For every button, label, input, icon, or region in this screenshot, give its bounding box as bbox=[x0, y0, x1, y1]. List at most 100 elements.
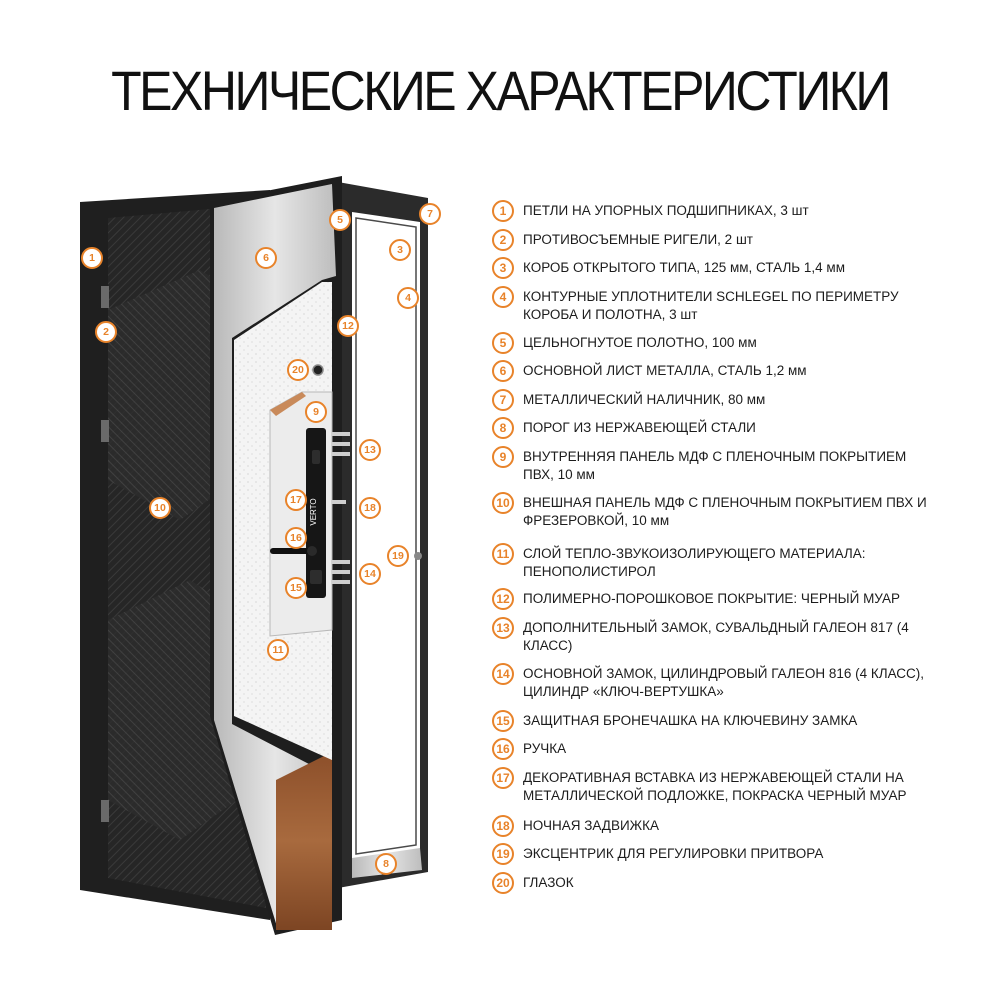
marker-17: 17 bbox=[285, 489, 307, 511]
marker-7: 7 bbox=[419, 203, 441, 225]
legend-text: ОСНОВНОЙ ЗАМОК, ЦИЛИНДРОВЫЙ ГАЛЕОН 816 (… bbox=[523, 666, 925, 699]
svg-text:8: 8 bbox=[383, 858, 389, 870]
legend-text: ВНУТРЕННЯЯ ПАНЕЛЬ МДФ С ПЛЕНОЧНЫМ ПОКРЫТ… bbox=[523, 449, 907, 482]
legend-item-14: 14 ОСНОВНОЙ ЗАМОК, ЦИЛИНДРОВЫЙ ГАЛЕОН 816… bbox=[492, 663, 932, 701]
legend-badge: 7 bbox=[492, 389, 514, 411]
svg-text:11: 11 bbox=[272, 644, 283, 656]
marker-3: 3 bbox=[389, 239, 411, 261]
legend-text: КОНТУРНЫЕ УПЛОТНИТЕЛИ SCHLEGEL ПО ПЕРИМЕ… bbox=[523, 289, 899, 322]
legend-badge: 20 bbox=[492, 872, 514, 894]
legend-text: ЭКСЦЕНТРИК ДЛЯ РЕГУЛИРОВКИ ПРИТВОРА bbox=[523, 846, 824, 861]
marker-14: 14 bbox=[359, 563, 381, 585]
legend-badge: 16 bbox=[492, 738, 514, 760]
svg-text:5: 5 bbox=[337, 214, 343, 226]
legend-item-12: 12 ПОЛИМЕРНО-ПОРОШКОВОЕ ПОКРЫТИЕ: ЧЕРНЫЙ … bbox=[492, 588, 932, 610]
legend-badge: 12 bbox=[492, 588, 514, 610]
svg-text:13: 13 bbox=[364, 444, 376, 456]
svg-text:7: 7 bbox=[427, 208, 433, 220]
wood-edge bbox=[276, 752, 332, 930]
marker-5: 5 bbox=[329, 209, 351, 231]
legend-text: ГЛАЗОК bbox=[523, 875, 574, 890]
marker-13: 13 bbox=[359, 439, 381, 461]
svg-text:15: 15 bbox=[290, 582, 302, 594]
legend-item-3: 3 КОРОБ ОТКРЫТОГО ТИПА, 125 мм, СТАЛЬ 1,4… bbox=[492, 257, 932, 279]
hinge-mid bbox=[101, 420, 109, 442]
legend-badge: 14 bbox=[492, 663, 514, 685]
brand-label: VERTO bbox=[309, 498, 318, 525]
legend-badge: 18 bbox=[492, 815, 514, 837]
legend-text: ДОПОЛНИТЕЛЬНЫЙ ЗАМОК, СУВАЛЬДНЫЙ ГАЛЕОН … bbox=[523, 620, 909, 653]
legend-text: КОРОБ ОТКРЫТОГО ТИПА, 125 мм, СТАЛЬ 1,4 … bbox=[523, 260, 845, 275]
legend-badge: 13 bbox=[492, 617, 514, 639]
legend-item-16: 16 РУЧКА bbox=[492, 738, 932, 760]
legend-badge: 9 bbox=[492, 446, 514, 468]
door-cutaway-illustration: VERTO 1 2 3 4 5 6 7 8 9 10 bbox=[70, 160, 480, 960]
marker-18: 18 bbox=[359, 497, 381, 519]
legend-badge: 2 bbox=[492, 229, 514, 251]
legend-item-18: 18 НОЧНАЯ ЗАДВИЖКА bbox=[492, 815, 932, 837]
legend-item-9: 9 ВНУТРЕННЯЯ ПАНЕЛЬ МДФ С ПЛЕНОЧНЫМ ПОКРЫ… bbox=[492, 446, 932, 484]
legend-badge: 5 bbox=[492, 332, 514, 354]
marker-10: 10 bbox=[149, 497, 171, 519]
legend-text: РУЧКА bbox=[523, 741, 567, 756]
svg-text:14: 14 bbox=[364, 568, 376, 580]
legend-text: ЗАЩИТНАЯ БРОНЕЧАШКА НА КЛЮЧЕВИНУ ЗАМКА bbox=[523, 713, 858, 728]
svg-text:2: 2 bbox=[103, 326, 109, 338]
svg-text:17: 17 bbox=[290, 494, 302, 506]
legend-item-2: 2 ПРОТИВОСЪЕМНЫЕ РИГЕЛИ, 2 шт bbox=[492, 229, 932, 251]
legend-text: ПОРОГ ИЗ НЕРЖАВЕЮЩЕЙ СТАЛИ bbox=[523, 420, 756, 435]
legend-badge: 19 bbox=[492, 843, 514, 865]
legend-text: ПЕТЛИ НА УПОРНЫХ ПОДШИПНИКАХ, 3 шт bbox=[523, 203, 809, 218]
legend-badge: 4 bbox=[492, 286, 514, 308]
legend-badge: 11 bbox=[492, 543, 514, 565]
legend-text: ОСНОВНОЙ ЛИСТ МЕТАЛЛА, СТАЛЬ 1,2 мм bbox=[523, 363, 807, 378]
peephole bbox=[312, 364, 324, 376]
legend-text: МЕТАЛЛИЧЕСКИЙ НАЛИЧНИК, 80 мм bbox=[523, 392, 766, 407]
legend-text: ДЕКОРАТИВНАЯ ВСТАВКА ИЗ НЕРЖАВЕЮЩЕЙ СТАЛ… bbox=[523, 770, 907, 803]
legend-item-1: 1 ПЕТЛИ НА УПОРНЫХ ПОДШИПНИКАХ, 3 шт bbox=[492, 200, 932, 222]
legend-text: ПОЛИМЕРНО-ПОРОШКОВОЕ ПОКРЫТИЕ: ЧЕРНЫЙ МУ… bbox=[523, 591, 900, 606]
door-leaf-cutaway: VERTO bbox=[210, 176, 422, 935]
marker-19: 19 bbox=[387, 545, 409, 567]
marker-12: 12 bbox=[337, 315, 359, 337]
marker-15: 15 bbox=[285, 577, 307, 599]
legend-item-8: 8 ПОРОГ ИЗ НЕРЖАВЕЮЩЕЙ СТАЛИ bbox=[492, 417, 932, 439]
svg-text:20: 20 bbox=[292, 364, 304, 376]
marker-20: 20 bbox=[287, 359, 309, 381]
legend-badge: 10 bbox=[492, 492, 514, 514]
legend-text: ВНЕШНАЯ ПАНЕЛЬ МДФ С ПЛЕНОЧНЫМ ПОКРЫТИЕМ… bbox=[523, 495, 927, 528]
hinge-top bbox=[101, 286, 109, 308]
legend-text: НОЧНАЯ ЗАДВИЖКА bbox=[523, 818, 659, 833]
marker-2: 2 bbox=[95, 321, 117, 343]
page-title: ТЕХНИЧЕСКИЕ ХАРАКТЕРИСТИКИ bbox=[111, 59, 891, 123]
svg-text:9: 9 bbox=[313, 406, 319, 418]
marker-6: 6 bbox=[255, 247, 277, 269]
eccentric bbox=[414, 552, 422, 560]
svg-text:16: 16 bbox=[290, 532, 302, 544]
legend-item-7: 7 МЕТАЛЛИЧЕСКИЙ НАЛИЧНИК, 80 мм bbox=[492, 389, 932, 411]
keyhole-escutcheon bbox=[310, 570, 322, 584]
legend-item-13: 13 ДОПОЛНИТЕЛЬНЫЙ ЗАМОК, СУВАЛЬДНЫЙ ГАЛЕО… bbox=[492, 617, 932, 655]
door-cutaway-svg: VERTO 1 2 3 4 5 6 7 8 9 10 bbox=[80, 176, 441, 935]
legend-badge: 3 bbox=[492, 257, 514, 279]
svg-text:12: 12 bbox=[342, 320, 354, 332]
marker-11: 11 bbox=[267, 639, 289, 661]
legend-badge: 8 bbox=[492, 417, 514, 439]
legend-badge: 17 bbox=[492, 767, 514, 789]
svg-text:1: 1 bbox=[89, 252, 95, 264]
legend-text: ПРОТИВОСЪЕМНЫЕ РИГЕЛИ, 2 шт bbox=[523, 232, 753, 247]
marker-1: 1 bbox=[81, 247, 103, 269]
legend-item-5: 5 ЦЕЛЬНОГНУТОЕ ПОЛОТНО, 100 мм bbox=[492, 332, 932, 354]
svg-text:10: 10 bbox=[154, 502, 166, 514]
legend-text: ЦЕЛЬНОГНУТОЕ ПОЛОТНО, 100 мм bbox=[523, 335, 757, 350]
hinge-bottom bbox=[101, 800, 109, 822]
legend-item-17: 17 ДЕКОРАТИВНАЯ ВСТАВКА ИЗ НЕРЖАВЕЮЩЕЙ СТ… bbox=[492, 767, 932, 805]
door-frame bbox=[338, 182, 428, 888]
marker-8: 8 bbox=[375, 853, 397, 875]
legend-badge: 1 bbox=[492, 200, 514, 222]
legend-item-4: 4 КОНТУРНЫЕ УПЛОТНИТЕЛИ SCHLEGEL ПО ПЕРИМ… bbox=[492, 286, 932, 324]
svg-text:6: 6 bbox=[263, 252, 269, 264]
